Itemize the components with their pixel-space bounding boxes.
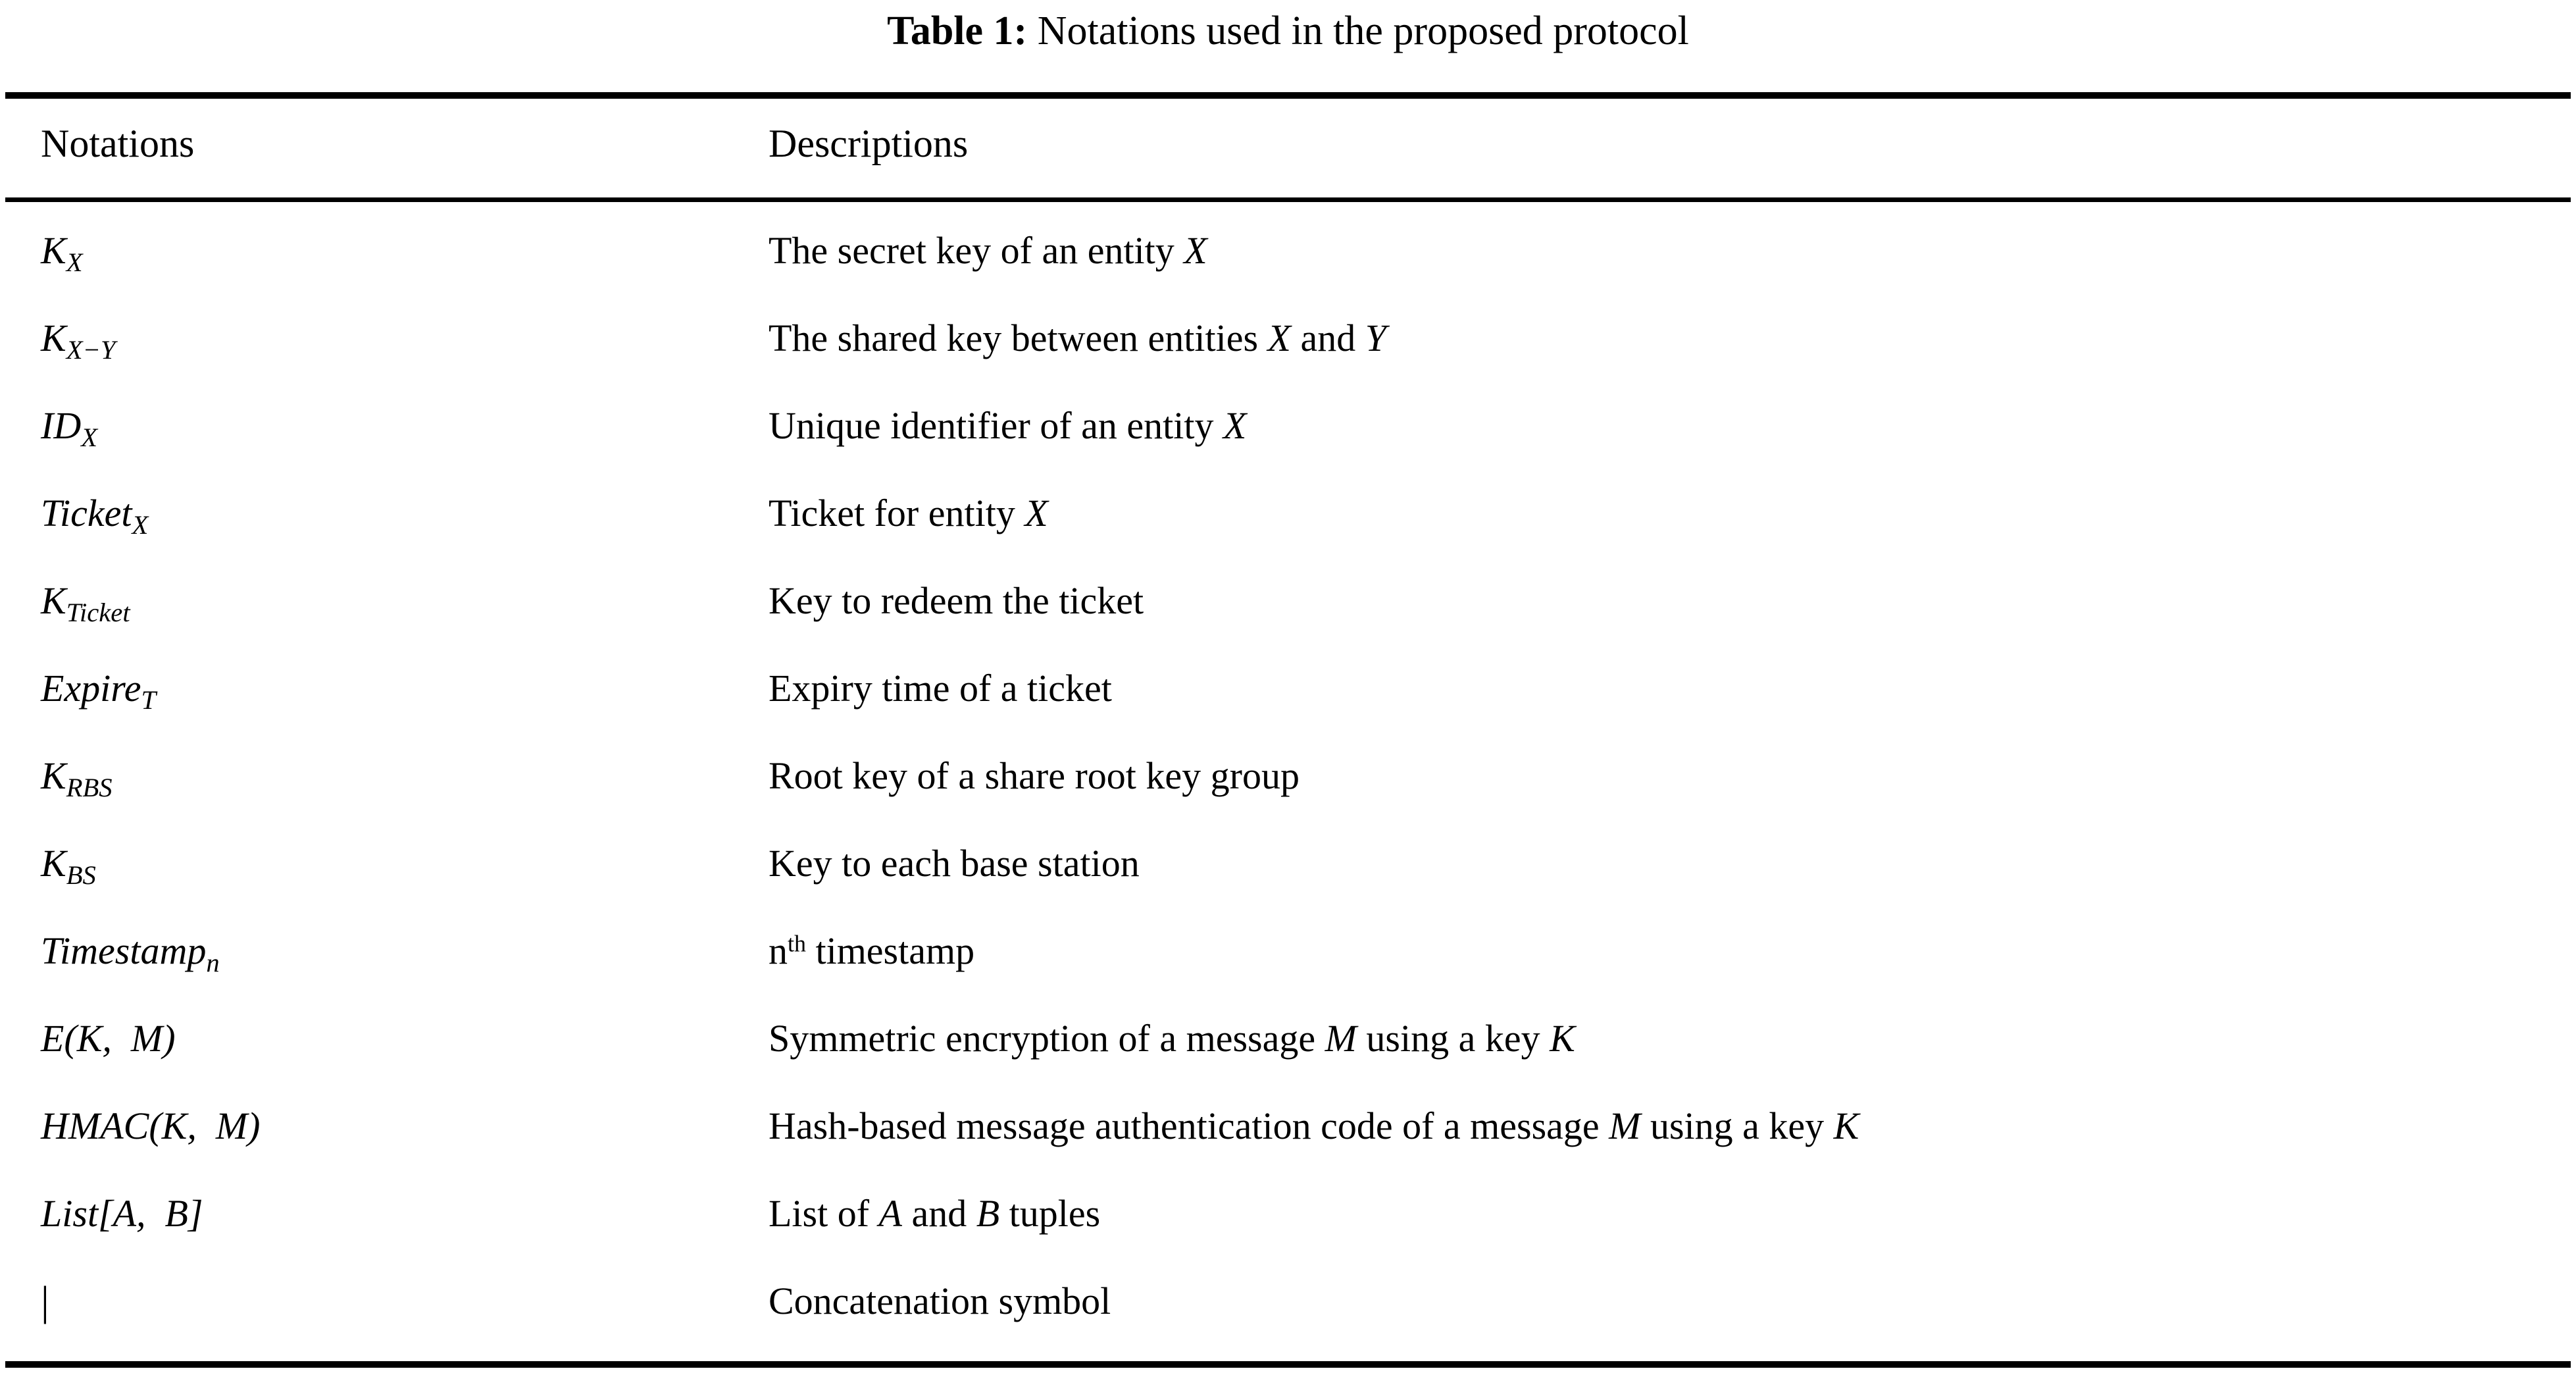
description-text: Symmetric encryption of a message [769, 1017, 1325, 1060]
caption-label: Table 1: [887, 9, 1028, 53]
description-text: timestamp [805, 929, 975, 972]
column-header-descriptions: Descriptions [769, 122, 969, 165]
notation-base: K [41, 317, 66, 359]
notation-subscript: RBS [66, 773, 113, 803]
notation-base: Ticket [41, 492, 132, 534]
table-header-rule [5, 197, 2571, 202]
notation-subscript: X [132, 510, 149, 540]
notation-subscript: X−Y [66, 335, 116, 365]
notation-cell: E(K, M) [41, 1017, 176, 1060]
description-variable: K [1550, 1017, 1575, 1060]
description-cell: The shared key between entities X and Y [769, 315, 2571, 362]
notation-cell: List[A, B] [41, 1192, 203, 1235]
description-text: Hash-based message authentication code o… [769, 1104, 1609, 1147]
description-cell: Root key of a share root key group [769, 754, 1300, 797]
caption-text: Notations used in the proposed protocol [1037, 9, 1689, 53]
notation-subscript: BS [66, 860, 96, 891]
description-text: The shared key between entities [769, 317, 1268, 359]
notation-cell: IDX [41, 402, 758, 453]
description-cell: Expiry time of a ticket [769, 667, 1112, 710]
description-text: The secret key of an entity [769, 229, 1184, 272]
notation-cell: TicketX [41, 490, 758, 540]
notation-cell: | [41, 1278, 49, 1324]
column-header-notations: Notations [41, 122, 195, 165]
notation-base: K [41, 229, 66, 272]
ordinal-suffix: th [788, 930, 806, 957]
notation-cell: HMAC(K, M) [41, 1104, 261, 1147]
description-variable: B [976, 1192, 1000, 1235]
description-text: and [901, 1192, 976, 1235]
description-text: Unique identifier of an entity [769, 404, 1223, 447]
notation-base: K [41, 754, 66, 797]
table-caption: Table 1: Notations used in the proposed … [0, 5, 2576, 57]
description-variable: A [878, 1192, 902, 1235]
notation-cell: KBS [41, 840, 758, 891]
notation-cell: KX [41, 227, 758, 278]
description-cell: Hash-based message authentication code o… [769, 1102, 2571, 1150]
notation-subscript: X [66, 247, 83, 278]
description-cell: Symmetric encryption of a message M usin… [769, 1015, 2571, 1062]
notation-base: K [41, 842, 66, 885]
notation-cell: KRBS [41, 752, 758, 803]
notation-subscript: Ticket [66, 598, 130, 628]
description-variable: X [1024, 492, 1048, 534]
description-cell: Ticket for entity X [769, 490, 2571, 537]
description-variable: Y [1365, 317, 1386, 359]
notation-cell: ExpireT [41, 665, 758, 715]
description-text: tuples [999, 1192, 1101, 1235]
description-cell: List of A and B tuples [769, 1190, 2571, 1237]
notation-subscript: n [206, 948, 220, 978]
description-cell: Concatenation symbol [769, 1280, 1111, 1322]
description-cell: nth timestamp [769, 927, 2571, 975]
description-variable: X [1267, 317, 1291, 359]
description-variable: K [1833, 1104, 1859, 1147]
description-text: Ticket for entity [769, 492, 1025, 534]
description-cell: Unique identifier of an entity X [769, 402, 2571, 450]
notation-subscript: X [81, 423, 97, 453]
notation-base: K [41, 579, 66, 622]
description-text: using a key [1640, 1104, 1834, 1147]
description-variable: M [1609, 1104, 1641, 1147]
notation-base: Timestamp [41, 929, 207, 972]
description-text: using a key [1356, 1017, 1550, 1060]
notation-base: Expire [41, 667, 141, 710]
description-cell: The secret key of an entity X [769, 227, 2571, 274]
notation-subscript: T [141, 685, 157, 715]
description-cell: Key to each base station [769, 842, 1140, 885]
description-text: n [769, 929, 788, 972]
description-cell: Key to redeem the ticket [769, 579, 1144, 622]
description-variable: M [1325, 1017, 1357, 1060]
description-variable: X [1184, 229, 1207, 272]
description-text: and [1290, 317, 1365, 359]
notation-cell: KTicket [41, 577, 758, 628]
table-top-rule [5, 92, 2571, 99]
notation-base: ID [41, 404, 82, 447]
notation-cell: Timestampn [41, 927, 758, 978]
notation-cell: KX−Y [41, 315, 758, 365]
description-variable: X [1223, 404, 1247, 447]
description-text: List of [769, 1192, 879, 1235]
table-bottom-rule [5, 1361, 2571, 1368]
